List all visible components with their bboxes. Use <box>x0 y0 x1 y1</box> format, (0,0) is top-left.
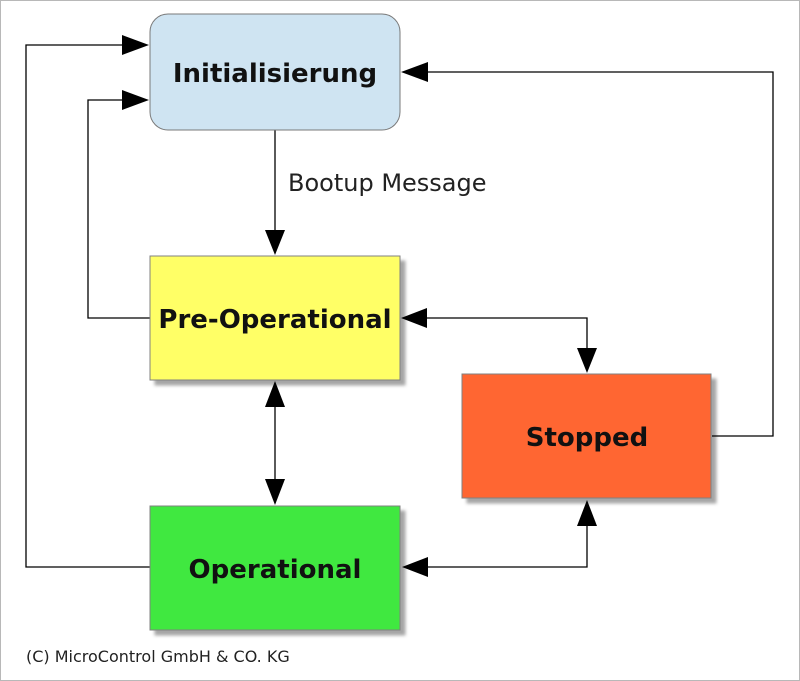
state-initialisierung-label: Initialisierung <box>173 59 377 89</box>
state-operational-box <box>149 505 401 631</box>
connectors <box>25 44 774 568</box>
edge-op-stopped <box>428 524 588 568</box>
arrowhead-init-right <box>401 62 428 82</box>
arrowhead-op-right <box>402 557 428 577</box>
arrowhead-stopped-top <box>577 348 597 373</box>
arrowheads <box>122 35 597 577</box>
state-stopped: Stopped <box>461 373 712 499</box>
copyright-text: (C) MicroControl GmbH & CO. KG <box>26 647 290 666</box>
state-pre-operational-box <box>149 255 401 381</box>
state-initialisierung: Initialisierung <box>149 13 401 131</box>
state-pre-operational: Pre-Operational <box>149 255 401 381</box>
arrowhead-preop-bottom <box>265 381 285 407</box>
state-stopped-label: Stopped <box>526 423 648 453</box>
arrowhead-bootup-down <box>265 230 285 255</box>
state-operational-label: Operational <box>189 555 362 585</box>
state-stopped-box <box>461 373 712 499</box>
state-pre-operational-label: Pre-Operational <box>158 305 391 335</box>
edge-stopped-to-init <box>426 71 774 437</box>
arrowhead-preop-right <box>401 308 427 328</box>
arrowhead-init-left-lower <box>122 90 149 110</box>
edge-preop-to-init <box>87 99 150 319</box>
edge-preop-stopped <box>427 317 588 350</box>
arrowhead-stopped-bottom <box>577 500 597 526</box>
bootup-message-label: Bootup Message <box>288 169 487 197</box>
edge-op-to-init <box>25 44 150 568</box>
arrowhead-op-top <box>265 479 285 505</box>
state-initialisierung-box <box>149 13 401 131</box>
arrowhead-init-left-upper <box>122 35 149 55</box>
state-operational: Operational <box>149 505 401 631</box>
